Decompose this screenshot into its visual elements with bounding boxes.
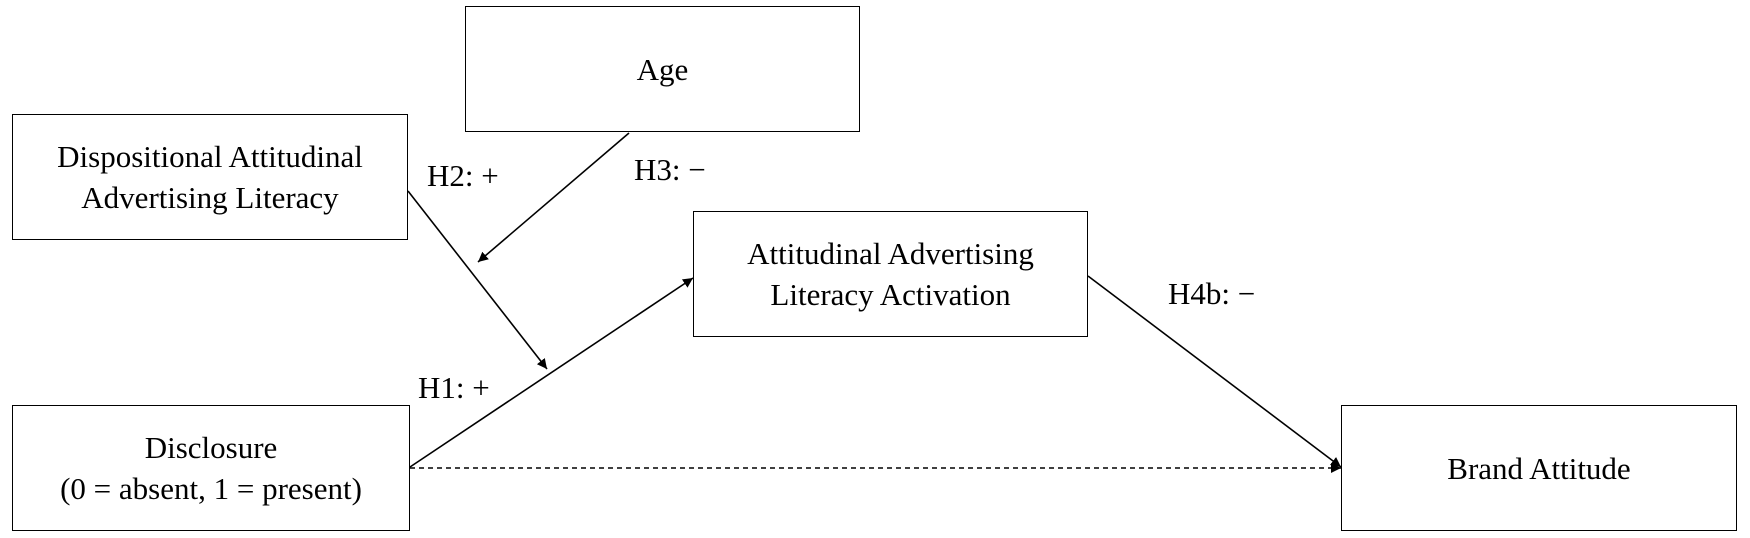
arrow-dispositional-moderation [407, 190, 548, 370]
path-label-h3: H3: − [634, 152, 706, 187]
node-brand-line-1: Brand Attitude [1447, 450, 1631, 486]
node-dispositional-line-2: Advertising Literacy [81, 180, 339, 215]
node-dispositional-attitudinal-advertising-literacy: Dispositional Attitudinal Advertising Li… [12, 114, 408, 240]
node-disclosure-line-1: Disclosure [144, 430, 278, 465]
arrow-disclosure-to-activation [409, 277, 694, 468]
arrow-age-moderation [477, 132, 630, 263]
node-disclosure-line-2: (0 = absent, 1 = present) [60, 471, 362, 506]
path-label-h2: H2: + [427, 158, 499, 193]
path-label-h1: H1: + [418, 370, 490, 405]
path-label-h4b: H4b: − [1168, 276, 1256, 311]
node-activation-line-1: Attitudinal Advertising [747, 236, 1034, 271]
node-attitudinal-advertising-literacy-activation: Attitudinal Advertising Literacy Activat… [693, 211, 1088, 337]
node-age-line-1: Age [636, 51, 689, 87]
node-disclosure: Disclosure (0 = absent, 1 = present) [12, 405, 410, 531]
node-dispositional-line-1: Dispositional Attitudinal [57, 139, 363, 174]
node-activation-line-2: Literacy Activation [770, 277, 1011, 312]
arrow-activation-to-brand [1087, 275, 1342, 468]
node-age: Age [465, 6, 860, 132]
node-brand-attitude: Brand Attitude [1341, 405, 1737, 531]
